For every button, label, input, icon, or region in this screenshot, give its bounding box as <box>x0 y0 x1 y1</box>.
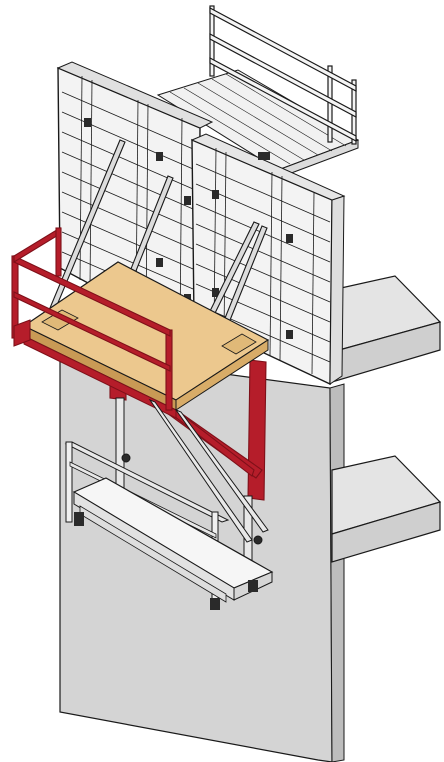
top-rail <box>209 6 357 93</box>
top-working-deck <box>156 69 360 179</box>
guard-rail <box>13 291 171 372</box>
formwork-panel-left <box>56 61 214 344</box>
suspended-platform <box>64 441 274 610</box>
wall-side-face <box>329 383 345 762</box>
lower-foot <box>74 512 84 526</box>
panel-right-top <box>190 133 346 201</box>
lower-post <box>65 441 73 523</box>
slab-lower-front <box>331 501 441 563</box>
floor-slab-upper <box>331 275 442 383</box>
top-rail <box>209 56 357 143</box>
hanger-pin <box>253 535 263 545</box>
hanger-pin <box>121 453 131 463</box>
deck-edge-right <box>175 339 269 411</box>
clamp <box>156 258 163 267</box>
main-platform-deck <box>22 261 270 419</box>
deck-hatch <box>221 333 257 355</box>
top-guardrail <box>209 5 357 145</box>
hanger-diagonal <box>174 408 269 533</box>
top-rail <box>209 32 357 119</box>
clamp <box>212 190 219 199</box>
clamp <box>212 288 219 297</box>
floor-slab-lower <box>331 455 442 563</box>
guard-post <box>55 227 62 277</box>
clamp <box>184 196 191 205</box>
clamp <box>286 234 293 243</box>
panel-right-edge <box>329 195 345 385</box>
bracket-post <box>247 359 267 501</box>
lower-toe-board <box>79 505 227 603</box>
clamp <box>156 152 163 161</box>
clamp <box>84 118 91 127</box>
guard-toe <box>13 319 31 347</box>
clamp <box>258 152 270 160</box>
hanger-diagonal <box>148 398 253 543</box>
lower-foot <box>248 580 258 592</box>
red-guardrail <box>11 227 173 411</box>
clamp <box>286 330 293 339</box>
panel-left-edge <box>56 61 214 129</box>
lower-foot <box>210 598 220 610</box>
guard-rail-side <box>13 227 61 263</box>
